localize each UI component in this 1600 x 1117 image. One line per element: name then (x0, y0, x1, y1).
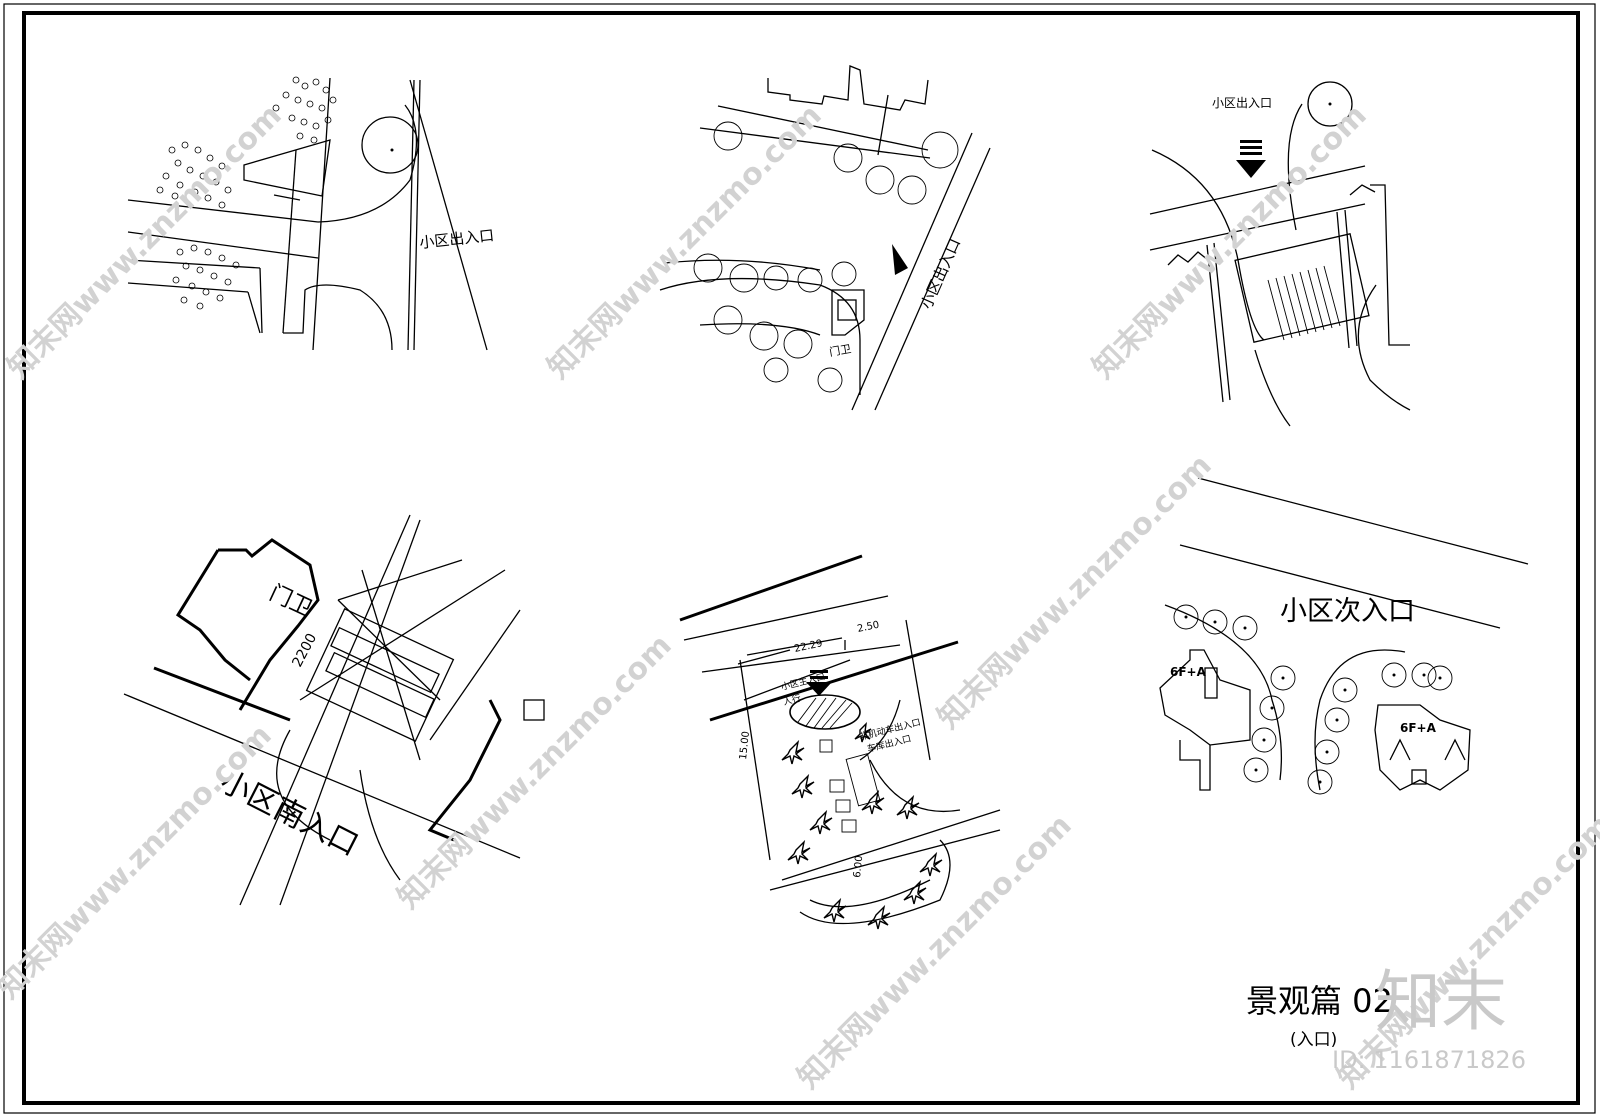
plan-5-dim-right: 2.50 (856, 620, 880, 635)
plan-3-entrance: 小区出入口 (1149, 81, 1411, 427)
plan-6-building-b: 6F+A (1400, 721, 1437, 735)
plan-3-label: 小区出入口 (1212, 96, 1272, 110)
plan-6-building-a: 6F+A (1170, 665, 1207, 679)
outer-frame (3, 3, 1596, 1114)
watermark-id: ID: 1161871826 (1332, 1046, 1526, 1074)
plan-1-label: 小区出入口 (419, 226, 495, 252)
plan-2-guard: 门卫 (828, 341, 852, 359)
inner-frame (22, 11, 1580, 1105)
watermark-text: 知末网www.znzmo.com (1086, 98, 1374, 386)
watermark-text: 知末网www.znzmo.com (931, 448, 1219, 736)
plan-6-entrance: 小区次入口 6F+A 6F+A (1159, 477, 1529, 795)
watermark-text: 知末网www.znzmo.com (541, 98, 829, 386)
plan-6-label: 小区次入口 (1280, 596, 1415, 627)
watermark-brand: 知末 (1375, 963, 1507, 1040)
watermark-text: 知末网www.znzmo.com (0, 718, 279, 1006)
plan-5-dim-top: 22.29 (793, 638, 823, 655)
watermark-text: 知末网www.znzmo.com (791, 808, 1079, 1096)
watermark-text: 知末网www.znzmo.com (1, 98, 289, 386)
arrow-icon (892, 244, 908, 275)
title-block: 景观篇 02 (入口) 知末 ID: 1161871826 (1246, 963, 1526, 1074)
plan-5-entrance: 小区主入口 人行 非机动车出入口 车库出入口 22.29 2.50 15.00 … (679, 554, 1001, 930)
plan-1-entrance: 小区出入口 (127, 76, 495, 351)
plan-4-dim: 2200 (289, 631, 320, 670)
plan-2-label: 小区出入口 (917, 236, 964, 312)
plan-4-guard: 门卫 (265, 581, 315, 622)
entry-oval (789, 694, 861, 730)
plan-5-dim-left: 15.00 (738, 731, 752, 761)
plan-5-dim-bottom: 6.00 (852, 855, 865, 878)
sheet-subtitle: (入口) (1290, 1030, 1337, 1050)
sheet-title: 景观篇 02 (1246, 982, 1393, 1020)
